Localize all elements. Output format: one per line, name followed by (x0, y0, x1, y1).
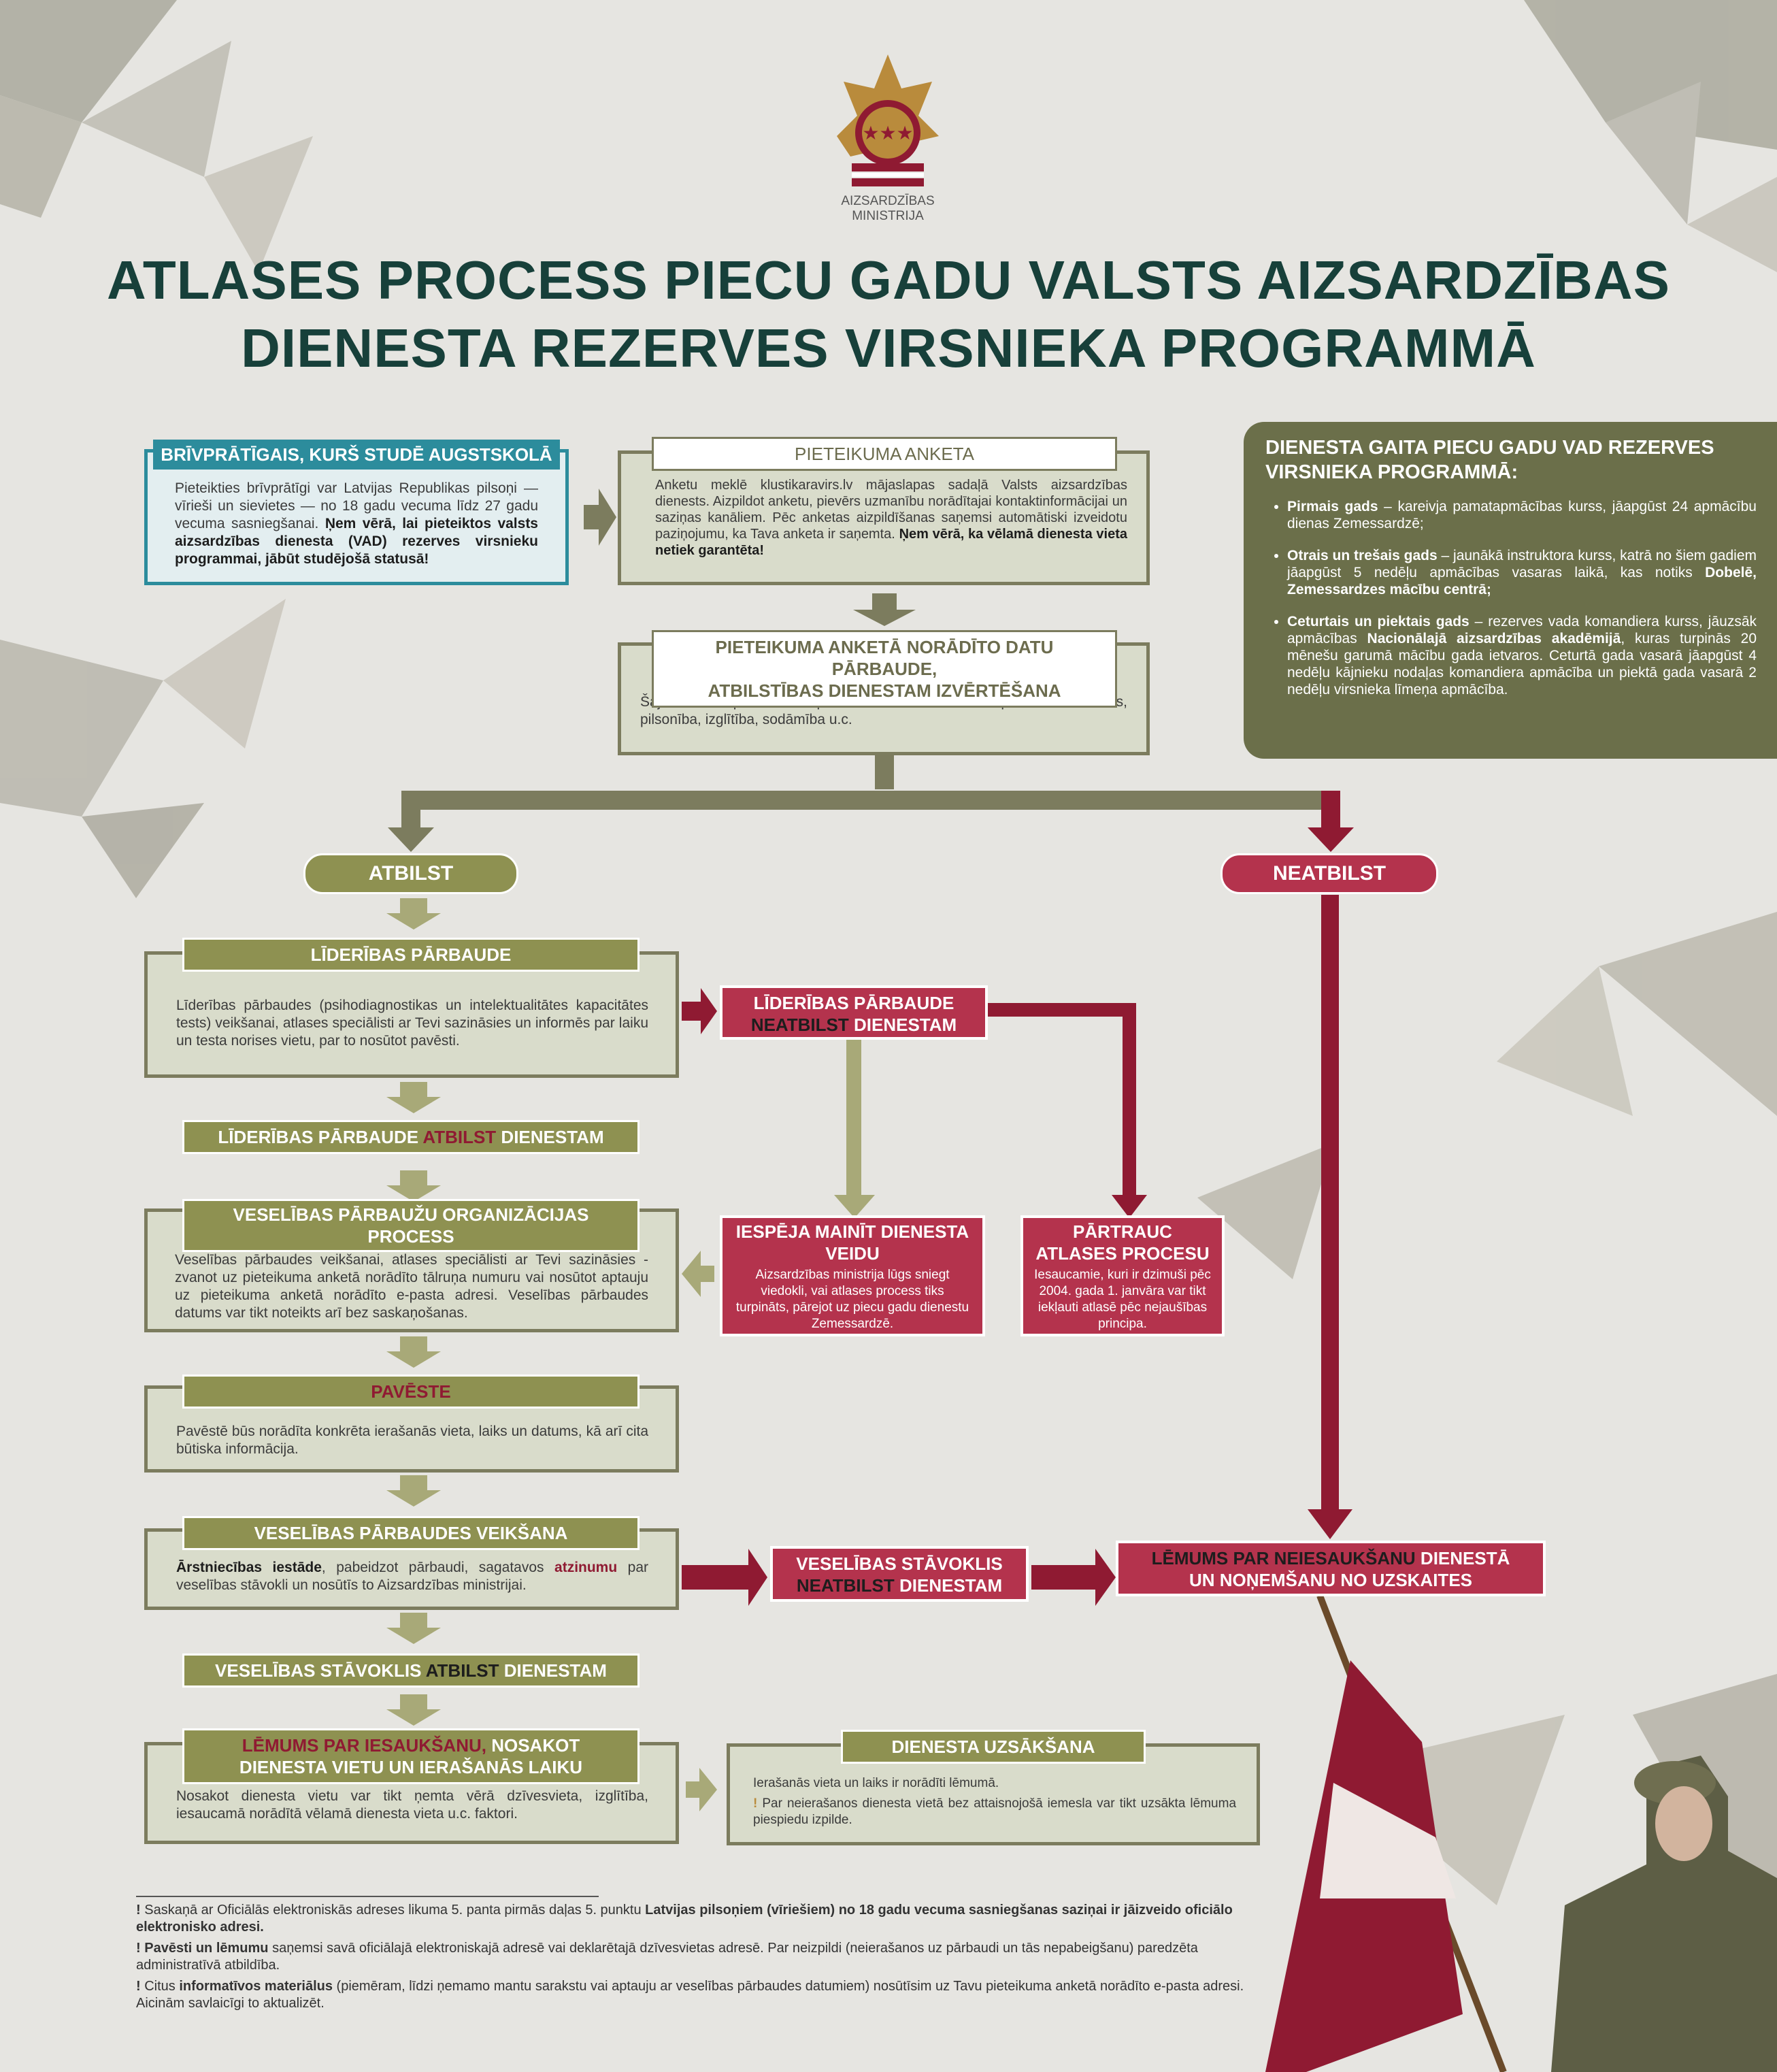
footnote-1: ! Saskaņā ar Oficiālās elektroniskās adr… (136, 1903, 1233, 1935)
application-text: Anketu meklē klustikaravirs.lv mājaslapa… (655, 478, 1127, 542)
arrow-change-to-health (682, 1251, 714, 1297)
footnote-2: ! Pavēsti un lēmumu saņemsi savā oficiāl… (136, 1941, 1198, 1973)
stop-process-box: PĀRTRAUC ATLASES PROCESU Iesaucamie, kur… (1020, 1215, 1225, 1336)
branch-bar (401, 791, 1340, 810)
application-bold: Ņem vērā, ka vēlamā dienesta vieta netie… (655, 527, 1127, 558)
arrow-application-down (853, 593, 916, 626)
logo-line2: MINISTRIJA (852, 209, 924, 223)
service-start-heading: DIENESTA UZSĀKŠANA (841, 1730, 1146, 1764)
health-exam-heading: VESELĪBAS PĀRBAUDES VEIKŠANA (182, 1516, 640, 1550)
arrow-to-change (834, 1195, 875, 1218)
arrow-to-service-start (686, 1768, 717, 1811)
change-service-box: IESPĒJA MAINĪT DIENESTA VEIDU Aizsardzīb… (720, 1215, 985, 1336)
arrow-down-5 (386, 1475, 441, 1507)
leadership-text: Līderības pārbaudes (psihodiagnostikas u… (176, 998, 648, 1049)
page-title-line1: ATLASES PROCESS PIECU GADU VALSTS AIZSAR… (106, 250, 1671, 310)
atbilst-pill: ATBILST (303, 853, 518, 894)
arrow-to-stop (1112, 1195, 1147, 1218)
service-path-title: DIENESTA GAITA PIECU GADU VAD REZERVES V… (1265, 437, 1714, 483)
health-org-text: Veselības pārbaudes veikšanai, atlases s… (175, 1252, 648, 1321)
logo-line1: AIZSARDZĪBAS (841, 194, 935, 208)
stop-process-text: Iesaucamie, kuri ir dzimuši pēc 2004. ga… (1034, 1268, 1211, 1331)
summons-text: Pavēstē būs norādīta konkrēta ierašanās … (176, 1424, 648, 1457)
decision-yes-text: Nosakot dienesta vietu var tikt ņemta vē… (176, 1788, 648, 1822)
arrow-down-1 (386, 898, 441, 930)
arrow-down-6 (386, 1613, 441, 1644)
arrow-leadership-fail (682, 988, 717, 1034)
volunteer-bold: Ņem vērā, lai pieteiktos valsts aizsardz… (175, 516, 538, 567)
volunteer-text: Pieteikties brīvprātīgi var Latvijas Rep… (175, 480, 538, 531)
health-pass: VESELĪBAS STĀVOKLIS ATBILST DIENESTAM (182, 1654, 640, 1688)
arrow-verification-down (875, 755, 894, 789)
arrow-down-7 (386, 1694, 441, 1726)
arrow-to-decision-no (1308, 1509, 1352, 1539)
service-start-text1: Ierašanās vieta un laiks ir norādīti lēm… (753, 1776, 999, 1790)
arrow-to-decision-no-h (1031, 1549, 1116, 1606)
svg-text:★★★: ★★★ (862, 122, 913, 144)
application-box: Anketu meklē klustikaravirs.lv mājaslapa… (618, 450, 1150, 585)
verification-heading-line2: ATBILSTĪBAS DIENESTAM IZVĒRTĒŠANA (708, 680, 1061, 701)
summons-heading: PAVĒSTE (182, 1375, 640, 1409)
service-year-4-5: Ceturtais un piektais gads – rezerves va… (1287, 613, 1757, 698)
decision-yes-heading: LĒMUMS PAR IESAUKŠANU, NOSAKOT DIENESTA … (182, 1728, 640, 1784)
change-service-heading: IESPĒJA MAINĪT DIENESTA VEIDU (735, 1221, 969, 1264)
verification-heading-line1: PIETEIKUMA ANKETĀ NORĀDĪTO DATU PĀRBAUDE… (715, 637, 1054, 679)
service-path-panel: DIENESTA GAITA PIECU GADU VAD REZERVES V… (1244, 422, 1777, 759)
page-title-line2: DIENESTA REZERVES VIRSNIEKA PROGRAMMĀ (241, 318, 1536, 378)
arrow-down-2 (386, 1082, 441, 1113)
arrow-to-atbilst (388, 827, 434, 852)
application-heading: PIETEIKUMA ANKETA (652, 437, 1117, 471)
neatbilst-pill: NEATBILST (1220, 853, 1438, 894)
leadership-fail-to-stop (984, 1003, 1135, 1017)
neatbilst-down-line (1321, 895, 1339, 1514)
volunteer-box: Pieteikties brīvprātīgi var Latvijas Rep… (144, 449, 569, 585)
service-start-text2: ! Par neierašanos dienesta vietā bez att… (753, 1796, 1237, 1827)
arrow-volunteer-to-application (584, 489, 616, 546)
health-fail-line1: VESELĪBAS STĀVOKLIS (796, 1553, 1003, 1574)
service-year-1: Pirmais gads – kareivja pamatapmācības k… (1287, 498, 1757, 532)
crest-icon: ★★★ (837, 54, 939, 186)
arrow-down-3 (386, 1170, 441, 1202)
verification-heading: PIETEIKUMA ANKETĀ NORĀDĪTO DATU PĀRBAUDE… (652, 630, 1117, 708)
leadership-heading: LĪDERĪBAS PĀRBAUDE (182, 938, 640, 972)
decision-no-line2: UN NOŅEMŠANU NO UZSKAITES (1189, 1570, 1472, 1590)
arrow-down-4 (386, 1336, 441, 1368)
arrow-health-fail (682, 1549, 767, 1606)
ministry-logo: ★★★ AIZSARDZĪBAS MINISTRIJA (837, 54, 939, 223)
service-year-2-3: Otrais un trešais gads – jaunākā instruk… (1287, 547, 1757, 598)
leadership-fail-box: LĪDERĪBAS PĀRBAUDE NEATBILST DIENESTAM (720, 985, 988, 1040)
change-service-text: Aizsardzības ministrija lūgs sniegt vied… (735, 1268, 969, 1331)
leadership-fail-line1: LĪDERĪBAS PĀRBAUDE (753, 993, 954, 1013)
health-fail-box: VESELĪBAS STĀVOKLIS NEATBILST DIENESTAM (770, 1546, 1029, 1602)
decision-no-box: LĒMUMS PAR NEIESAUKŠANU DIENESTĀ UN NOŅE… (1116, 1541, 1546, 1596)
footnotes: ! Saskaņā ar Oficiālās elektroniskās adr… (136, 1902, 1252, 2016)
decision-no-line1: LĒMUMS PAR NEIESAUKŠANU DIENESTĀ (1151, 1548, 1510, 1568)
warning-icon: ! (753, 1796, 758, 1811)
arrow-to-neatbilst (1308, 827, 1354, 852)
health-fail-line2: NEATBILST DIENESTAM (796, 1575, 1003, 1596)
health-org-heading: VESELĪBAS PĀRBAUŽU ORGANIZĀCIJAS PROCESS (182, 1199, 640, 1252)
leadership-fail-to-change (846, 1027, 861, 1199)
footnote-3: ! Citus informatīvos materiālus (piemēra… (136, 1979, 1244, 2011)
leadership-fail-line2: NEATBILST DIENESTAM (750, 1015, 957, 1035)
leadership-pass: LĪDERĪBAS PĀRBAUDE ATBILST DIENESTAM (182, 1120, 640, 1154)
notes-divider (136, 1896, 599, 1897)
volunteer-heading: BRĪVPRĀTĪGAIS, KURŠ STUDĒ AUGSTSKOLĀ (153, 440, 560, 470)
stop-process-heading: PĀRTRAUC ATLASES PROCESU (1035, 1221, 1210, 1264)
